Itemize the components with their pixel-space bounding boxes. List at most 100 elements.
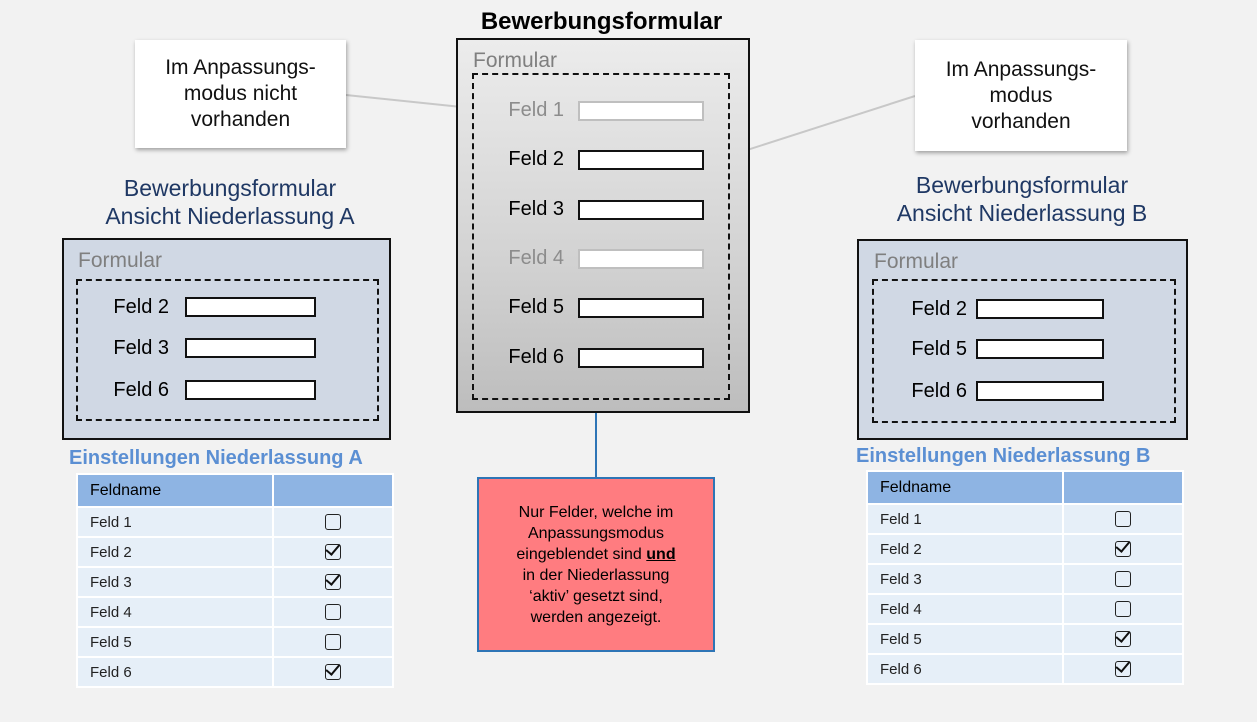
note-line3-pre: eingeblendet sind [516, 545, 647, 563]
checkbox-checked-icon[interactable] [1114, 660, 1131, 677]
note-line1: Nur Felder, welche im [518, 503, 674, 521]
settings-a-header: Feldname [76, 473, 274, 508]
center-field-input [578, 199, 704, 220]
table-row: Feld 6 [866, 653, 1185, 685]
field-name-cell: Feld 2 [866, 533, 1064, 565]
active-cell [1061, 653, 1185, 685]
settings-b-header: Feldname [866, 470, 1064, 505]
table-row: Feld 2 [76, 536, 395, 568]
active-cell [1061, 623, 1185, 655]
active-cell [1061, 593, 1185, 625]
active-cell [271, 626, 395, 658]
center-field-input [578, 101, 704, 121]
view-a-field-label: Feld 3 [113, 337, 169, 359]
callout-right-line2: modus [989, 83, 1053, 107]
center-form-label: Formular [473, 49, 558, 72]
checkbox-checked-icon[interactable] [324, 543, 341, 560]
view-a-field-label: Feld 6 [113, 379, 169, 401]
center-field-label: Feld 2 [508, 148, 564, 171]
note-line2: Anpassungsmodus [527, 524, 665, 542]
table-row: Feld 4 [76, 596, 395, 628]
view-a-dashed-area [76, 279, 379, 421]
view-b-field-label: Feld 6 [911, 380, 967, 402]
callout-not-available: Im Anpassungs- modus nicht vorhanden [135, 40, 346, 148]
field-name-cell: Feld 5 [866, 623, 1064, 655]
checkbox-checked-icon[interactable] [1114, 540, 1131, 557]
checkbox-checked-icon[interactable] [324, 573, 341, 590]
view-a-field-input [185, 297, 316, 317]
callout-left-line3: vorhanden [190, 108, 291, 131]
center-field-label: Feld 1 [508, 99, 564, 121]
checkbox-unchecked-icon[interactable] [324, 633, 341, 650]
field-name-cell: Feld 4 [866, 593, 1064, 625]
page-title: Bewerbungsformular [480, 8, 723, 35]
center-field-input [578, 248, 704, 269]
callout-left-line2: modus nicht [183, 82, 298, 105]
callout-left-line1: Im Anpassungs- [165, 56, 316, 79]
checkbox-unchecked-icon[interactable] [1114, 600, 1131, 617]
checkbox-unchecked-icon[interactable] [1114, 570, 1131, 587]
active-cell [271, 506, 395, 538]
checkbox-checked-icon[interactable] [1114, 630, 1131, 647]
center-field-label: Feld 3 [508, 197, 564, 220]
checkbox-unchecked-icon[interactable] [1114, 510, 1131, 527]
note-line4: in der Niederlassung [522, 566, 670, 584]
center-field-label: Feld 6 [508, 345, 564, 368]
view-b-title-line2: Ansicht Niederlassung B [896, 200, 1148, 226]
field-name-cell: Feld 6 [76, 656, 274, 688]
view-b-field-input [976, 339, 1104, 359]
view-b-dashed-area [872, 279, 1176, 423]
note-box: Nur Felder, welche im Anpassungsmodus ei… [477, 477, 715, 652]
callout-available: Im Anpassungs- modus vorhanden [915, 40, 1127, 151]
view-b-field-label: Feld 5 [911, 338, 967, 360]
active-cell [271, 656, 395, 688]
table-row: Feld 5 [866, 623, 1185, 655]
view-a-title-line2: Ansicht Niederlassung A [105, 203, 355, 229]
view-a-field-input [185, 338, 316, 358]
note-line3-bold: und [646, 545, 676, 563]
checkbox-checked-icon[interactable] [324, 663, 341, 680]
callout-right-line1: Im Anpassungs- [945, 57, 1097, 81]
table-row: Feld 1 [76, 506, 395, 538]
table-row: Feld 3 [76, 566, 395, 598]
field-name-cell: Feld 4 [76, 596, 274, 628]
table-row: Feld 1 [866, 503, 1185, 535]
settings-b-title: Einstellungen Niederlassung B [856, 445, 1151, 467]
checkbox-unchecked-icon[interactable] [324, 603, 341, 620]
settings-b-header-empty [1061, 470, 1185, 505]
active-cell [271, 596, 395, 628]
view-b-field-input [976, 381, 1104, 401]
view-a-field-input [185, 380, 316, 400]
active-cell [271, 566, 395, 598]
table-row: Feld 2 [866, 533, 1185, 565]
field-name-cell: Feld 3 [76, 566, 274, 598]
note-line5: ‘aktiv’ gesetzt sind, [529, 587, 663, 605]
checkbox-unchecked-icon[interactable] [324, 513, 341, 530]
table-row: Feld 3 [866, 563, 1185, 595]
field-name-cell: Feld 5 [76, 626, 274, 658]
field-name-cell: Feld 6 [866, 653, 1064, 685]
active-cell [271, 536, 395, 568]
center-field-input [578, 298, 704, 319]
center-field-input [578, 347, 704, 368]
view-b-field-input [976, 299, 1104, 319]
callout-right-line3: vorhanden [971, 109, 1071, 133]
view-a-form-label: Formular [78, 249, 163, 272]
table-row: Feld 4 [866, 593, 1185, 625]
settings-a-header-empty [271, 473, 395, 508]
field-name-cell: Feld 1 [866, 503, 1064, 535]
field-name-cell: Feld 3 [866, 563, 1064, 595]
note-line6: werden angezeigt. [530, 608, 662, 626]
view-a-title: Bewerbungsformular Ansicht Niederlassung… [60, 174, 400, 230]
view-b-title-line1: Bewerbungsformular [915, 172, 1129, 198]
view-a-title-line1: Bewerbungsformular [123, 175, 337, 201]
view-b-field-label: Feld 2 [911, 298, 967, 320]
settings-a-title: Einstellungen Niederlassung A [69, 447, 363, 469]
center-field-input [578, 150, 704, 171]
active-cell [1061, 563, 1185, 595]
